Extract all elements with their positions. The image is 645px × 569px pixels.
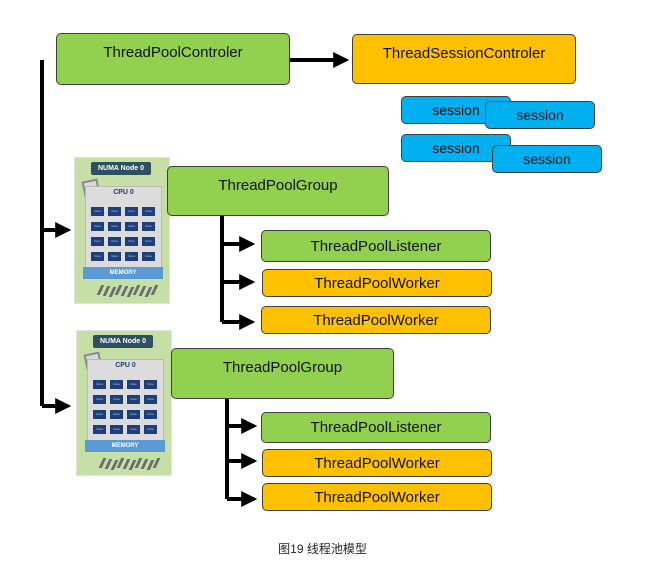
core-cell: Core (144, 380, 157, 389)
thread-pool-group-node: ThreadPoolGroup (171, 348, 394, 399)
figure-caption: 图19 线程池模型 (278, 542, 367, 556)
core-cell: Core (142, 252, 155, 261)
core-cell: Core (93, 425, 106, 434)
core-cell: Core (127, 380, 140, 389)
core-cell: Core (144, 425, 157, 434)
core-cell: Core (91, 222, 104, 231)
core-cell: Core (91, 207, 104, 216)
core-cell: Core (110, 380, 123, 389)
core-cell: Core (93, 380, 106, 389)
core-cell: Core (91, 237, 104, 246)
cpu-block: CPU 0 Core Core Core Core Core Core Core… (85, 186, 162, 268)
core-cell: Core (127, 410, 140, 419)
core-cell: Core (93, 410, 106, 419)
memory-bar: MEMORY (85, 440, 165, 452)
core-cell: Core (108, 237, 121, 246)
core-cell: Core (144, 410, 157, 419)
thread-pool-controller-node: ThreadPoolControler (56, 33, 290, 85)
session-node: session (485, 101, 595, 129)
thread-session-controller-node: ThreadSessionControler (352, 34, 576, 84)
cpu-label: CPU 0 (115, 362, 136, 369)
core-cell: Core (125, 252, 138, 261)
session-node: session (492, 145, 602, 173)
core-cell: Core (142, 207, 155, 216)
numa-node-illustration: NUMA Node 0 CPU 0 Core Core Core Core Co… (76, 330, 172, 476)
core-cell: Core (91, 252, 104, 261)
core-cell: Core (125, 222, 138, 231)
core-cell: Core (93, 395, 106, 404)
thread-pool-listener-node: ThreadPoolListener (261, 230, 491, 262)
memory-bar: MEMORY (83, 267, 163, 279)
core-cell: Core (110, 410, 123, 419)
core-cell: Core (125, 207, 138, 216)
thread-pool-worker-node: ThreadPoolWorker (262, 269, 492, 297)
thread-pool-worker-node: ThreadPoolWorker (262, 449, 492, 477)
core-cell: Core (108, 252, 121, 261)
core-cell: Core (142, 237, 155, 246)
core-cell: Core (127, 425, 140, 434)
thread-pool-group-node: ThreadPoolGroup (167, 166, 389, 216)
core-cell: Core (125, 237, 138, 246)
numa-node-label: NUMA Node 0 (93, 335, 153, 348)
cpu-block: CPU 0 Core Core Core Core Core Core Core… (87, 359, 164, 441)
numa-node-label: NUMA Node 0 (91, 162, 151, 175)
cpu-label: CPU 0 (113, 189, 134, 196)
numa-node-illustration: NUMA Node 0 CPU 0 Core Core Core Core Co… (74, 157, 170, 304)
core-cell: Core (108, 207, 121, 216)
core-cell: Core (127, 395, 140, 404)
thread-pool-worker-node: ThreadPoolWorker (262, 483, 492, 511)
core-cell: Core (110, 395, 123, 404)
core-cell: Core (144, 395, 157, 404)
thread-pool-worker-node: ThreadPoolWorker (261, 306, 491, 334)
thread-pool-listener-node: ThreadPoolListener (261, 412, 491, 443)
core-cell: Core (108, 222, 121, 231)
core-cell: Core (142, 222, 155, 231)
core-cell: Core (110, 425, 123, 434)
